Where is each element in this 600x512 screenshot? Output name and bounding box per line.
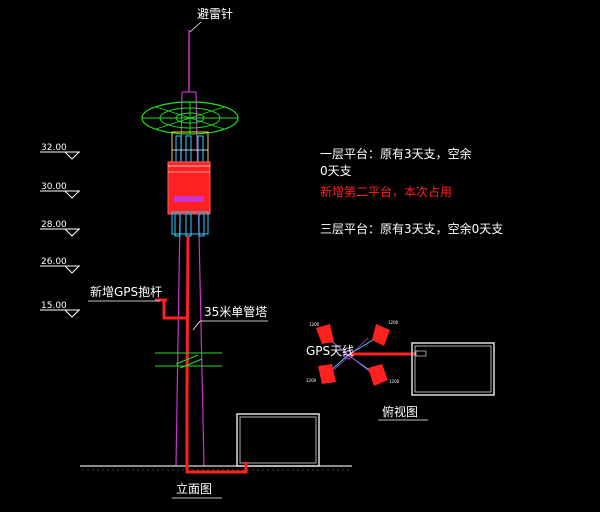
tower-plan: 1200 1200 1200 1200 [306,320,400,386]
gps-antenna-label: GPS天线 [306,344,354,358]
elevation-label: 30.00 [41,182,67,192]
elevation-label: 28.00 [41,220,67,230]
elevation-mark: 28.00 [40,220,80,237]
antenna-sector [372,324,390,346]
plan-tag: 1200 [388,320,399,325]
elevation-label: 26.00 [41,257,67,267]
lightning-rod-label: 避雷针 [197,6,233,21]
plan-tag: 1200 [306,378,317,383]
elevation-marks: 32.00 30.00 28.00 26.00 15.00 [40,143,80,318]
elevation-label: 32.00 [41,143,67,153]
plan-view-label: 俯视图 [382,404,418,419]
plan-tag: 1200 [309,322,320,327]
tower-name-label: 35米单管塔 [204,304,267,319]
tower-shaft-right [195,91,205,467]
feeder-cable [185,235,190,393]
ground-cable [185,392,248,474]
notes: 一层平台：原有3天支，空余 0天支 新增第二平台，本次占用 三层平台：原有3天支… [320,146,503,236]
platform1-note-line1: 一层平台：原有3天支，空余 [320,146,472,161]
plan-tag: 1200 [389,379,400,384]
platform3-note: 三层平台：原有3天支，空余0天支 [320,221,503,236]
elevation-label: 15.00 [41,301,67,311]
upper-antenna-group [171,131,209,165]
break-symbol [155,352,222,369]
antenna-sector [316,324,334,344]
elevation-view-label: 立面图 [176,481,212,496]
new-second-platform [167,161,211,215]
new-gps-pole-label: 新增GPS抱杆 [90,284,162,299]
lower-antenna-group [171,211,209,237]
antenna-sector [368,364,388,386]
plan-view: 1200 1200 1200 1200 GPS天线 俯视图 [306,320,495,421]
equipment-cabinet-plan [411,342,495,396]
new-gps-pole [155,298,187,320]
equipment-cabinet [236,413,320,467]
tower-elevation: 避雷针 [80,6,352,499]
platform2-note: 新增第二平台，本次占用 [320,184,452,199]
elevation-mark: 15.00 [40,301,80,318]
elevation-mark: 26.00 [40,257,80,274]
elevation-mark: 32.00 [40,143,80,160]
antenna-sector [318,364,336,384]
elevation-mark: 30.00 [40,182,80,199]
top-platform [141,101,239,135]
platform1-note-line2: 0天支 [320,164,352,178]
